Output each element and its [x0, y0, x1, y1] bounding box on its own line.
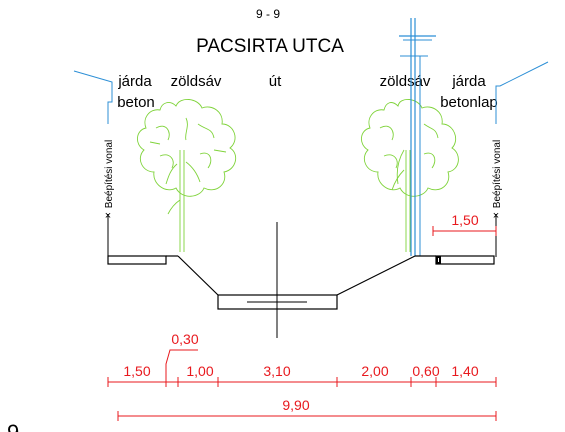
right-sidewalk-label-1: járda — [451, 73, 486, 90]
left-sidewalk-label-2: beton — [117, 94, 155, 111]
building-line-marker-right: × — [493, 210, 499, 222]
small-offset-dimension: 0,30 — [165, 331, 199, 382]
right-building-line: Beépítési vonal × — [492, 140, 503, 257]
left-label-leader — [73, 70, 113, 124]
left-sidewalk-slab — [107, 255, 167, 265]
right-green-label: zöldsáv — [380, 73, 431, 90]
page-mark: 9 — [7, 420, 19, 432]
right-sidewalk-label-2: betonlap — [440, 94, 498, 111]
right-offset-dimension: 1,50 — [432, 212, 497, 236]
left-green-label: zöldsáv — [171, 73, 222, 90]
right-label-leader — [495, 61, 549, 124]
small-offset-value: 0,30 — [171, 331, 198, 347]
width-value-5: 0,60 — [412, 363, 439, 379]
building-line-label-left: Beépítési vonal — [104, 140, 115, 208]
left-building-line: Beépítési vonal × — [104, 140, 115, 257]
right-tree-icon — [361, 99, 459, 252]
road-label: út — [269, 73, 282, 90]
right-offset-value: 1,50 — [451, 212, 478, 228]
width-value-2: 1,00 — [186, 363, 213, 379]
width-value-3: 3,10 — [263, 363, 290, 379]
total-width-dimension: 9,90 — [117, 397, 497, 421]
building-line-marker-left: × — [105, 210, 111, 222]
left-sidewalk-label-1: járda — [117, 73, 152, 90]
building-line-label-right: Beépítési vonal — [492, 140, 503, 208]
section-number: 9 - 9 — [256, 7, 280, 21]
total-width-value: 9,90 — [282, 397, 309, 413]
street-title: PACSIRTA UTCA — [196, 36, 344, 57]
width-value-4: 2,00 — [361, 363, 388, 379]
utility-pole-icon — [399, 18, 436, 256]
width-value-1: 1,50 — [123, 363, 150, 379]
ground-profile — [107, 222, 495, 338]
right-sidewalk-slab — [435, 255, 495, 265]
left-tree-icon — [137, 99, 237, 252]
width-dimension-chain: 1,50 1,00 3,10 2,00 0,60 1,40 — [107, 363, 497, 387]
width-value-6: 1,40 — [451, 363, 478, 379]
